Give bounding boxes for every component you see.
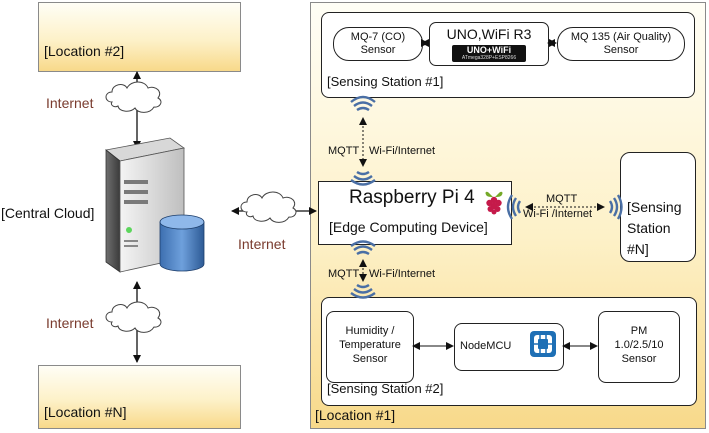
- location-2-box: [Location #2]: [38, 2, 241, 72]
- uno-wifi-chip-subtext: ATmega328P+ESP8266: [461, 55, 517, 61]
- humidity-sensor-box: Humidity / Temperature Sensor: [326, 311, 414, 383]
- mq135-sensor-label: MQ 135 (Air Quality) Sensor: [570, 31, 672, 56]
- edge-device-title: Raspberry Pi 4: [349, 187, 475, 208]
- nodemcu-chip-icon: [530, 331, 556, 357]
- internet-bottom-label: Internet: [46, 315, 94, 331]
- central-cloud-label: [Central Cloud]: [1, 205, 95, 221]
- pm-sensor-label: PM 1.0/2.5/10 Sensor: [614, 325, 664, 365]
- raspberry-pi-logo-icon: [485, 191, 503, 215]
- wifi-bottom-label: Wi-Fi/Internet: [369, 268, 436, 280]
- location-n-box: [Location #N]: [38, 365, 241, 429]
- internet-top-label: Internet: [46, 95, 94, 111]
- uno-wifi-chip-badge: UNO+WiFi ATmega328P+ESP8266: [452, 45, 526, 62]
- uno-wifi-board-label: UNO,WiFi R3: [446, 26, 532, 42]
- nodemcu-box: NodeMCU: [454, 323, 564, 371]
- sensing-station-n-box: [Sensing Station #N]: [620, 152, 696, 262]
- mq7-sensor-box: MQ-7 (CO) Sensor: [333, 27, 423, 61]
- location-1-label: [Location #1]: [315, 407, 396, 423]
- location-2-label: [Location #2]: [44, 43, 125, 59]
- database-icon: [159, 214, 205, 272]
- location-n-label: [Location #N]: [44, 404, 127, 420]
- mq7-sensor-label: MQ-7 (CO) Sensor: [350, 31, 406, 56]
- mqtt-right-label: MQTT: [546, 193, 578, 205]
- sensing-station-2-label: [Sensing Station #2]: [327, 381, 444, 396]
- internet-cloud-bottom-icon: [105, 301, 162, 333]
- mqtt-bottom-label: MQTT: [328, 268, 360, 280]
- internet-cloud-top-icon: [105, 81, 162, 113]
- uno-wifi-board-box: UNO,WiFi R3 UNO+WiFi ATmega328P+ESP8266: [429, 22, 549, 66]
- central-server-icon: [105, 137, 185, 273]
- mqtt-top-label: MQTT: [328, 145, 360, 157]
- wifi-right-label: Wi-Fi /Internet: [523, 208, 593, 220]
- humidity-sensor-label: Humidity / Temperature Sensor: [339, 325, 401, 365]
- edge-device-subtitle: [Edge Computing Device]: [329, 219, 488, 235]
- internet-cloud-right-icon: [240, 191, 297, 223]
- mq135-sensor-box: MQ 135 (Air Quality) Sensor: [557, 27, 685, 61]
- nodemcu-label: NodeMCU: [460, 340, 512, 352]
- sensing-station-n-label: [Sensing Station #N]: [627, 199, 682, 257]
- edge-device-box: Raspberry Pi 4 [Edge Computing Device]: [318, 181, 512, 245]
- pm-sensor-box: PM 1.0/2.5/10 Sensor: [598, 311, 680, 383]
- wifi-top-label: Wi-Fi/Internet: [369, 145, 436, 157]
- sensing-station-1-label: [Sensing Station #1]: [327, 74, 444, 89]
- internet-right-label: Internet: [238, 236, 286, 252]
- uno-wifi-chip-text: UNO+WiFi: [466, 45, 512, 55]
